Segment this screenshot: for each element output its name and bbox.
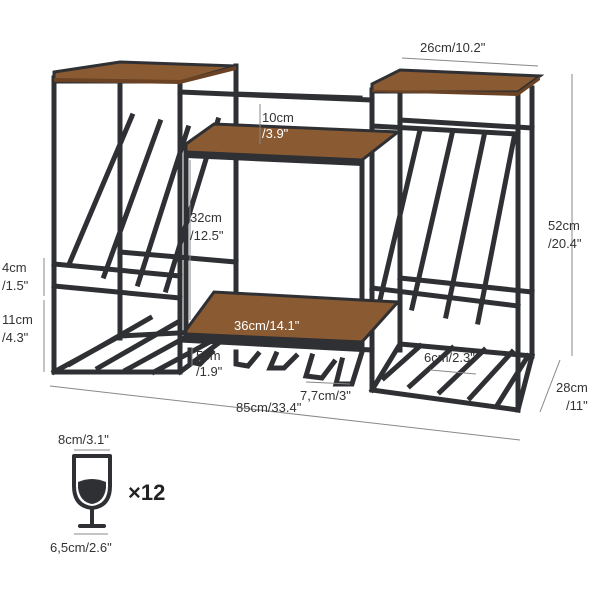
stemware-rail bbox=[302, 352, 338, 381]
slot-gap-label: 6cm/2.3" bbox=[424, 350, 475, 365]
top-connecting-rail bbox=[233, 91, 363, 101]
right-top-board bbox=[370, 68, 545, 94]
middle-height-label-in: /12.5" bbox=[190, 228, 224, 243]
slot-gap-line bbox=[429, 369, 477, 375]
right-tower-rail bbox=[369, 285, 521, 309]
bowl-width-label: 8cm/3.1" bbox=[58, 432, 109, 447]
shelf-gap-label-in: /3.9" bbox=[262, 126, 289, 141]
bottle-rail bbox=[475, 135, 517, 325]
holder-pitch-label: 7,7cm/3" bbox=[300, 388, 351, 403]
right-tower-bottom bbox=[368, 340, 404, 394]
depth-line bbox=[539, 359, 561, 413]
bottom-slat bbox=[406, 344, 456, 390]
left-top-board-edge bbox=[54, 66, 236, 84]
right-tower-rail bbox=[397, 275, 535, 295]
glass-quantity: ×12 bbox=[128, 480, 165, 505]
right-top-board-edge bbox=[372, 76, 540, 96]
middle-height-label-cm: 32cm bbox=[190, 210, 222, 225]
left-tower bbox=[50, 63, 240, 376]
bottom-slat bbox=[66, 314, 154, 368]
total-height-label-in: /20.4" bbox=[548, 236, 582, 251]
depth-label-in: /11" bbox=[566, 398, 588, 413]
right-tower-rail bbox=[369, 123, 521, 137]
bottle-rail bbox=[66, 112, 136, 266]
bottle-rail bbox=[134, 124, 192, 288]
upper-middle-shelf bbox=[184, 122, 403, 162]
bottom-slat bbox=[494, 352, 532, 408]
bottom-slat bbox=[380, 342, 424, 382]
bottle-rail bbox=[100, 118, 164, 280]
total-width-line bbox=[49, 385, 521, 441]
top-depth-label: 26cm/10.2" bbox=[420, 40, 486, 55]
holder-gap-label-cm: 5cm bbox=[196, 348, 221, 363]
left-tower-rail bbox=[117, 249, 239, 265]
right-tower bbox=[368, 77, 536, 414]
stemware-rail bbox=[187, 347, 216, 367]
stemware-rail bbox=[233, 349, 262, 369]
left-tower-rail bbox=[51, 283, 183, 301]
base-width-label: 6,5cm/2.6" bbox=[50, 540, 112, 555]
glass-wine-fill bbox=[78, 479, 106, 504]
bottom-gap-label-cm: 11cm bbox=[2, 312, 33, 327]
dimension-lines bbox=[43, 57, 573, 535]
bottom-slat bbox=[94, 318, 182, 372]
shelf-gap-label-cm: 10cm bbox=[262, 110, 294, 125]
right-tower-bottom bbox=[369, 387, 521, 413]
total-width-label: 85cm/33.4" bbox=[236, 400, 302, 415]
upper-middle-shelf-edge bbox=[186, 152, 362, 166]
bottom-slat bbox=[466, 348, 516, 402]
glass-holder-bar bbox=[177, 337, 375, 353]
bottle-rail bbox=[443, 133, 487, 319]
total-height-label-cm: 52cm bbox=[548, 218, 580, 233]
stemware-rail bbox=[266, 350, 300, 371]
holder-pitch-line bbox=[305, 381, 351, 385]
lower-middle-shelf bbox=[184, 290, 402, 344]
bottom-gap-label-in: /4.3" bbox=[2, 330, 29, 345]
lower-middle-shelf-edge bbox=[186, 334, 362, 348]
holder-gap-label-in: /1.9" bbox=[196, 364, 223, 379]
rail-gap-label-in: /1.5" bbox=[2, 278, 29, 293]
right-tower-bottom bbox=[514, 352, 536, 414]
top-depth-line bbox=[401, 57, 539, 67]
bottom-slat bbox=[436, 346, 488, 396]
stemware-rail bbox=[332, 348, 366, 387]
left-tower-rail bbox=[51, 261, 183, 279]
wine-glass-icon bbox=[72, 454, 112, 528]
shelf-width-label: 36cm/14.1" bbox=[234, 318, 300, 333]
depth-label-cm: 28cm bbox=[556, 380, 588, 395]
rail-gap-label-cm: 4cm bbox=[2, 260, 27, 275]
bottle-rail bbox=[376, 126, 424, 304]
right-tower-rail bbox=[397, 117, 535, 131]
